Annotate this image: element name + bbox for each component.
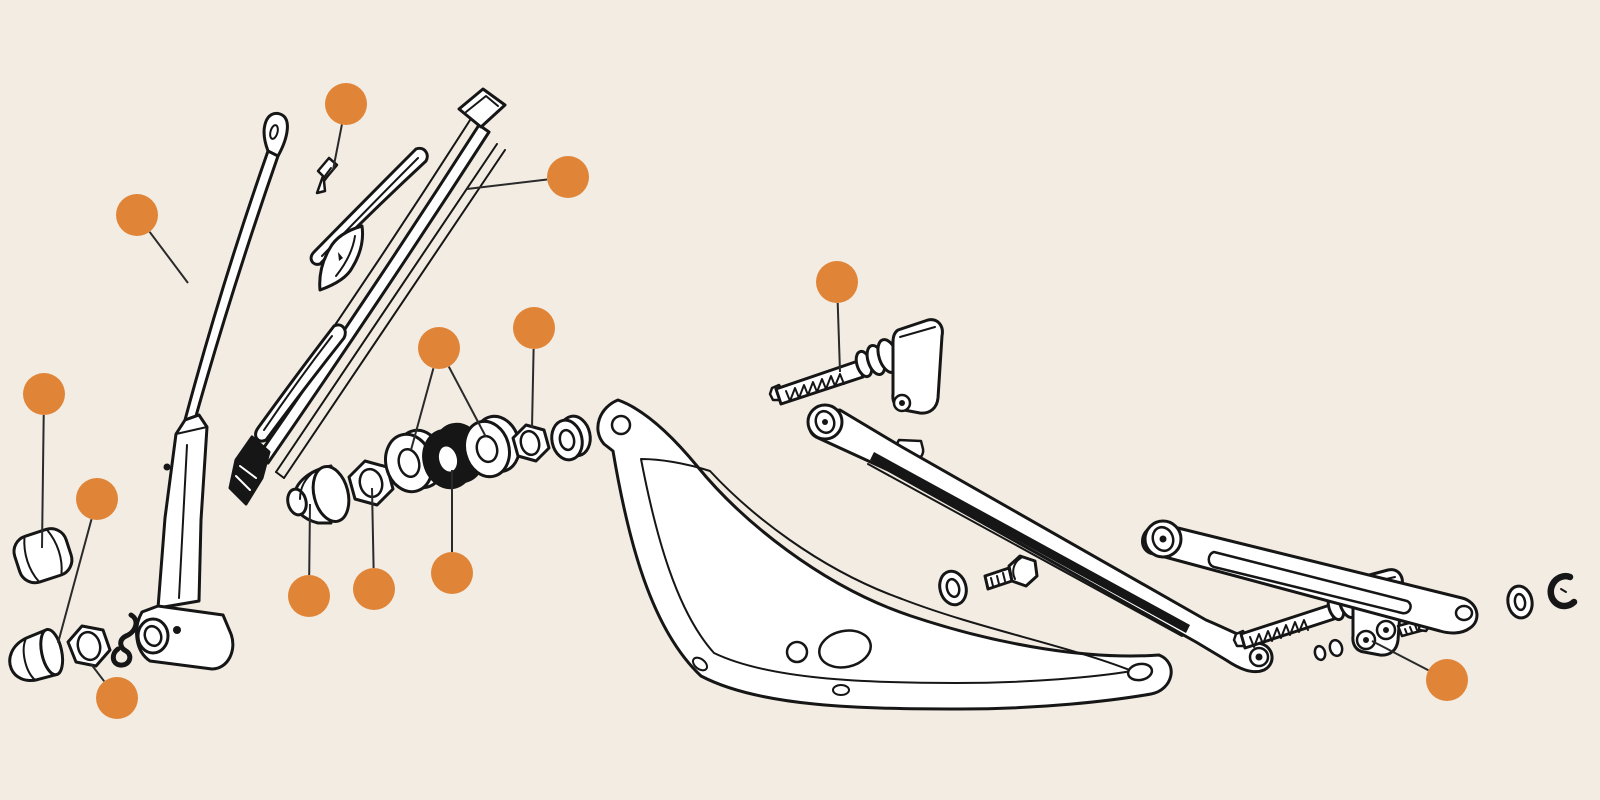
frame-bolt-drawing [983,554,1039,591]
callout-wiper-arm-leader-line [148,231,189,284]
hex-nut-drawing [66,624,112,668]
callout-left-spindle[interactable] [816,261,858,303]
link-arm-left-drawing [806,403,1274,674]
callout-dome-nut-leader-line [57,519,93,644]
callout-spindle-nut-leader-line [371,487,375,569]
wiper-arm-drawing [135,111,289,671]
mounting-frame-drawing [596,398,1173,711]
callout-blade-clip[interactable] [325,83,367,125]
callout-spindle-washers[interactable] [418,327,460,369]
wiper-blade-drawing [228,87,507,506]
e-clip-drawing [1547,573,1578,610]
callout-hex-nut[interactable] [96,677,138,719]
callout-dome-nut[interactable] [76,478,118,520]
callout-spindle-nut[interactable] [353,568,395,610]
keyed-washer-drawing [550,414,592,462]
dome-nut-drawing [8,627,65,682]
callout-spindle-washers-leader-line [447,366,487,438]
pivot-cap-drawing [286,464,351,525]
callout-blade-clip-leader-line [332,124,343,171]
callout-right-spindle-leader-line [1371,640,1429,672]
callout-pivot-cap[interactable] [288,575,330,617]
callout-right-spindle[interactable] [1426,659,1468,701]
callout-arm-cap[interactable] [23,373,65,415]
flanged-nut-drawing [511,423,551,463]
frame-washer-drawing [938,569,968,607]
blade-clip-drawing [315,156,339,195]
callout-flanged-nut[interactable] [513,307,555,349]
callout-wiper-blade[interactable] [547,156,589,198]
callout-pivot-cap-leader-line [308,503,311,576]
left-spindle-drawing [768,318,944,462]
callout-hex-nut-leader-line [90,663,105,682]
arm-cap-drawing [12,527,74,585]
callout-spindle-bushing[interactable] [431,552,473,594]
s-clip-drawing [110,612,139,668]
callout-spindle-washers-leader-line [410,368,435,451]
callout-flanged-nut-leader-line [531,348,535,429]
callouts-layer [23,83,1468,719]
spindle-washer-rear-drawing [463,414,521,479]
callout-wiper-blade-leader-line [466,178,548,190]
callout-left-spindle-leader-line [836,302,841,373]
callout-wiper-arm[interactable] [116,194,158,236]
link-arm-right-drawing [1141,519,1479,635]
callout-arm-cap-leader-line [41,414,45,549]
spacer-washer-drawing [1506,584,1534,620]
